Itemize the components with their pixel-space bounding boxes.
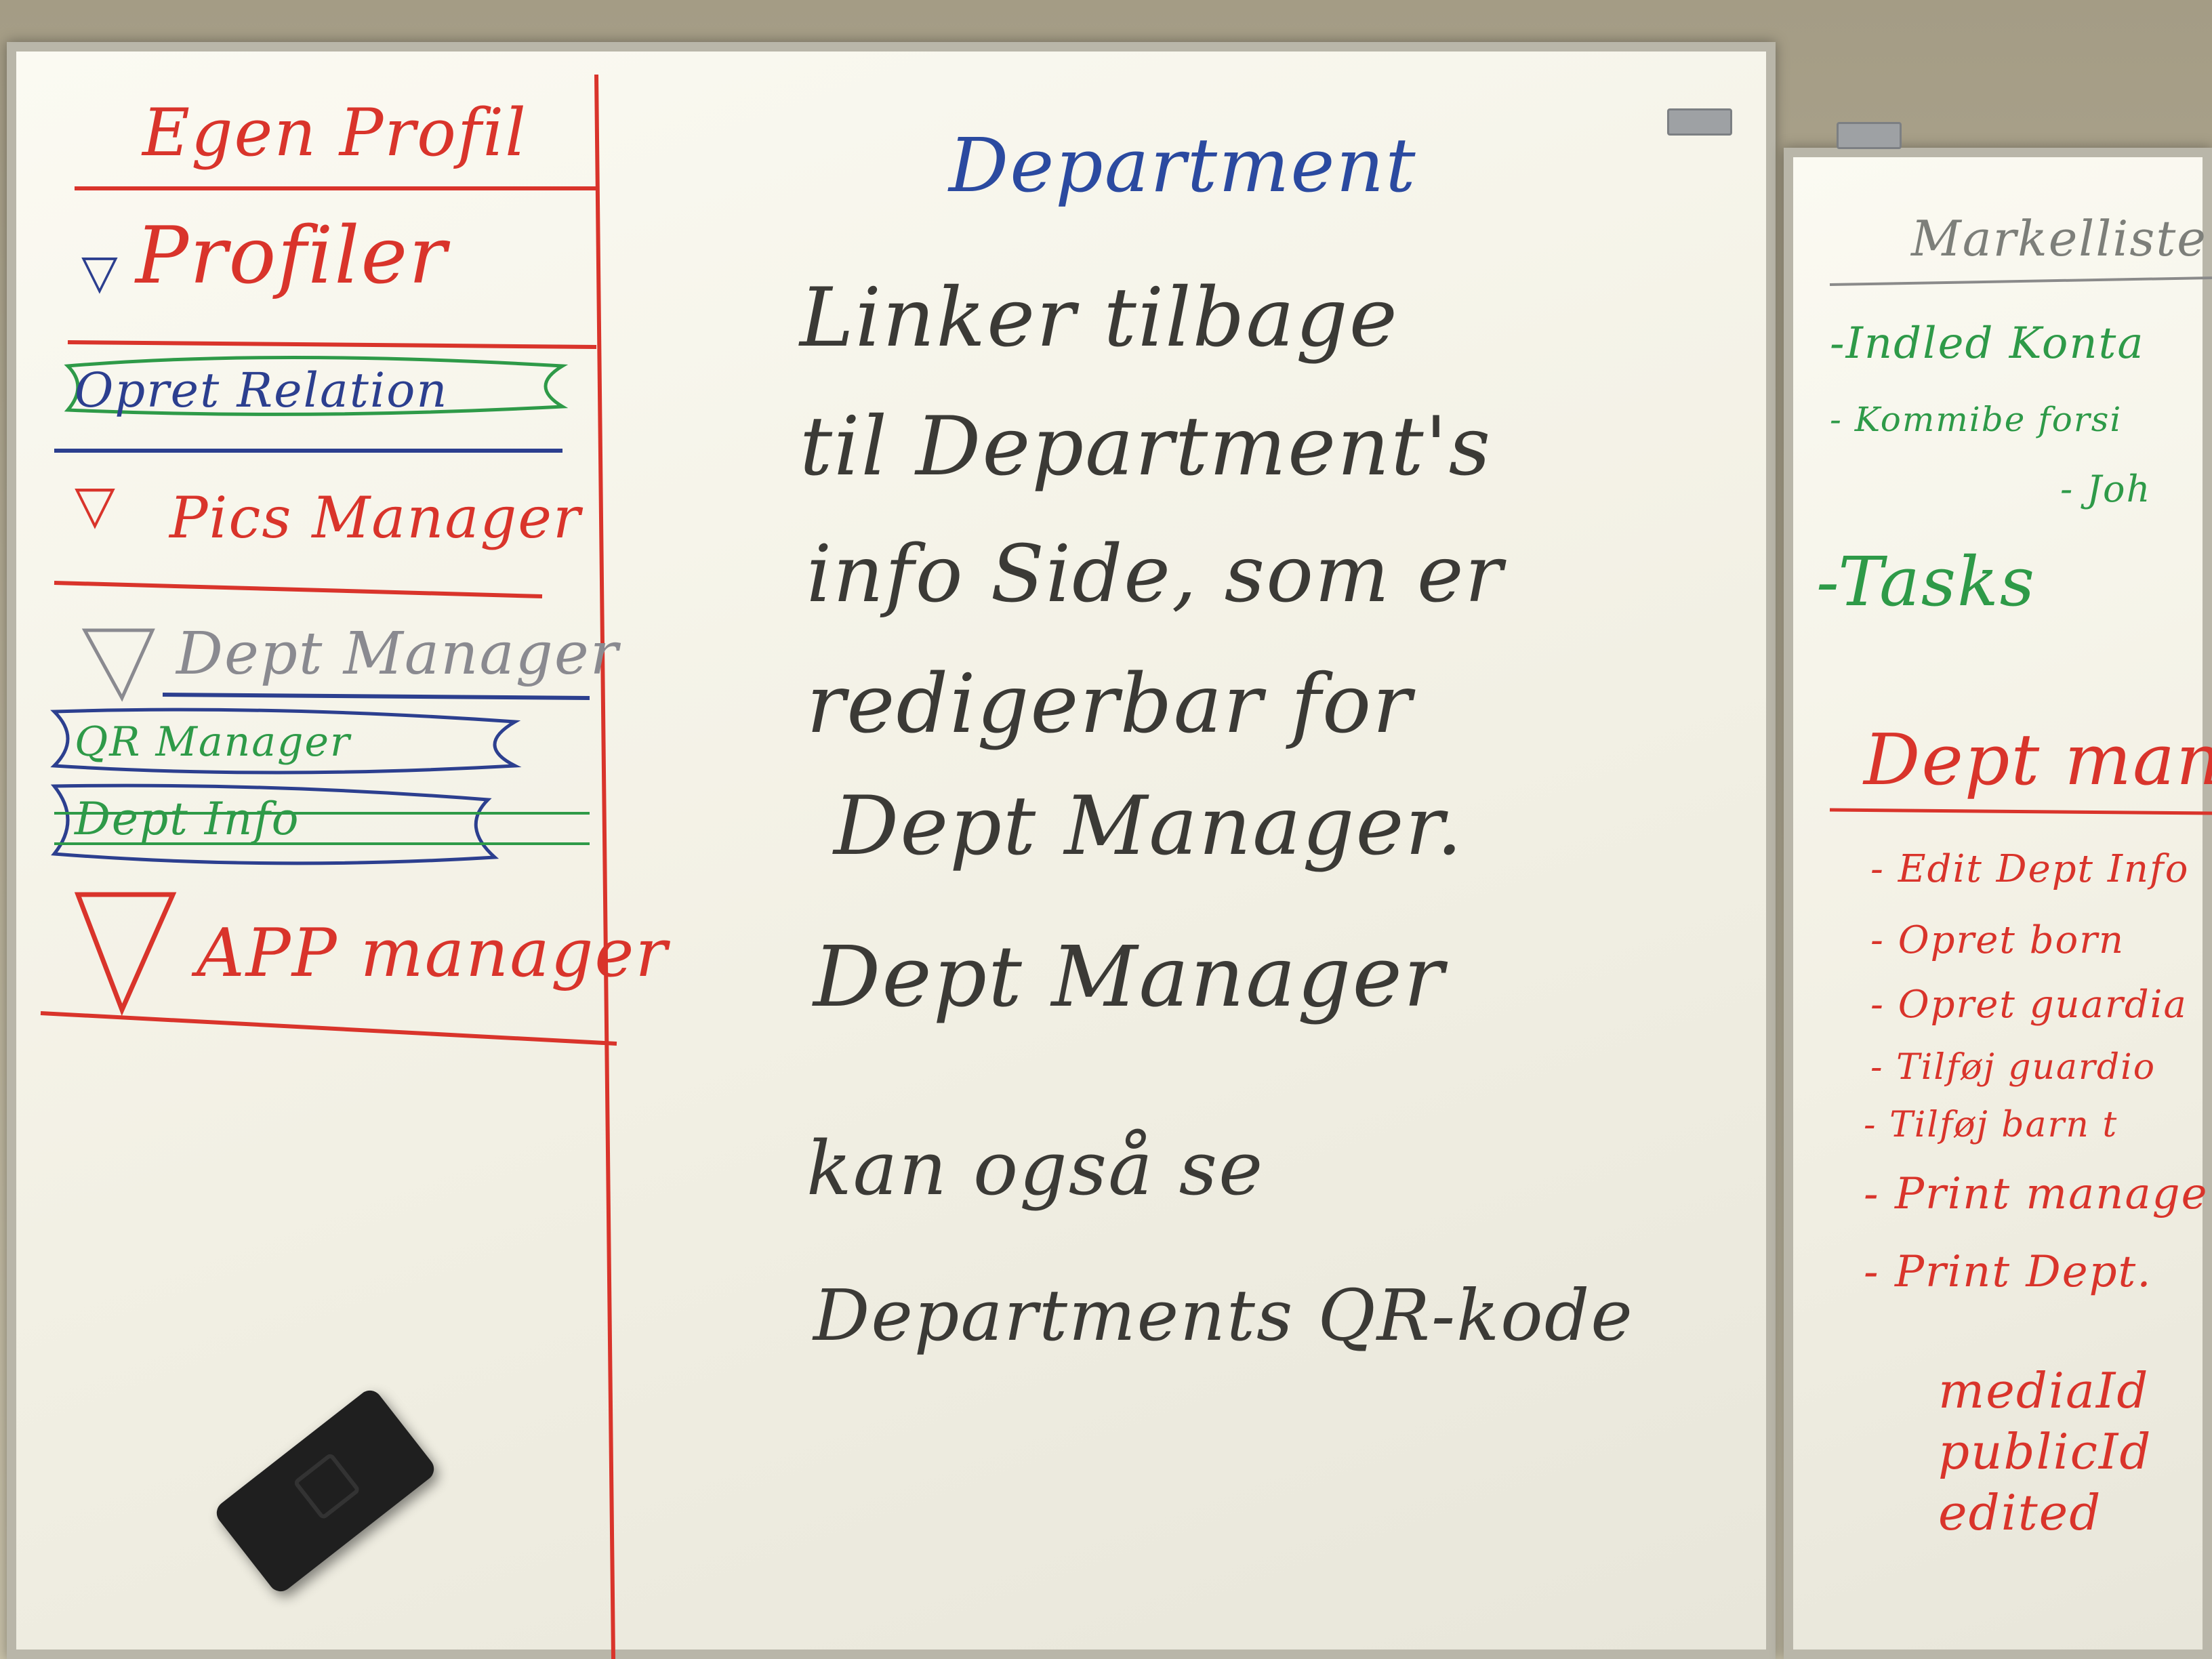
- note-line: info Side, som er: [806, 529, 1504, 620]
- right-board-title: Markelliste: [1911, 210, 2207, 267]
- right-board-task: - Opret born: [1870, 918, 2125, 962]
- note-line: Dept Manager.: [834, 779, 1464, 874]
- sidebar-item-qr-manager: QR Manager: [75, 718, 351, 766]
- sidebar-item-pics-manager: Pics Manager: [169, 485, 582, 551]
- board-clip: [1667, 108, 1732, 136]
- right-board-task: - Tilføj barn t: [1864, 1105, 2118, 1145]
- whiteboard-right: [1784, 148, 2212, 1659]
- right-board-task: - Opret guardia: [1870, 983, 2188, 1027]
- triangle-icon: ▽: [75, 474, 117, 535]
- right-board-task: - Print Dept.: [1864, 1247, 2152, 1297]
- right-board-task: - Edit Dept Info: [1870, 847, 2190, 891]
- right-board-item: - Kommibe forsi: [1830, 400, 2123, 439]
- sidebar-item-app-manager: APP manager: [197, 915, 669, 992]
- right-board-field: edited: [1938, 1484, 2102, 1541]
- right-board-dept-heading: Dept mana: [1864, 718, 2212, 801]
- page-title: Department: [949, 122, 1417, 209]
- sidebar-item-dept-manager: Dept Manager: [176, 620, 619, 688]
- note-line: Departments QR-kode: [813, 1274, 1634, 1357]
- sidebar-item-dept-info: Dept Info: [75, 793, 300, 845]
- right-board-field: publicId: [1938, 1423, 2152, 1480]
- sidebar-item-opret-relation: Opret Relation: [75, 363, 449, 418]
- right-board-task: - Tilføj guardio: [1870, 1047, 2156, 1088]
- note-line: Linker tilbage: [800, 271, 1399, 365]
- triangle-icon: ▽: [81, 244, 119, 300]
- note-line: Dept Manager: [813, 928, 1446, 1026]
- sidebar-item-profiler: Profiler: [136, 210, 448, 302]
- right-board-field: mediaId: [1938, 1362, 2150, 1419]
- note-line: kan også se: [806, 1125, 1265, 1212]
- right-board-item: -Indled Konta: [1830, 319, 2145, 369]
- note-line: til Department's: [800, 400, 1492, 494]
- sidebar-item-egen-profil: Egen Profil: [142, 95, 527, 171]
- right-board-tasks: -Tasks: [1816, 542, 2036, 621]
- note-line: redigerbar for: [806, 657, 1413, 752]
- right-board-item: - Joh: [2060, 468, 2152, 510]
- board-clip: [1837, 122, 1902, 149]
- right-board-task: - Print manage: [1864, 1169, 2209, 1219]
